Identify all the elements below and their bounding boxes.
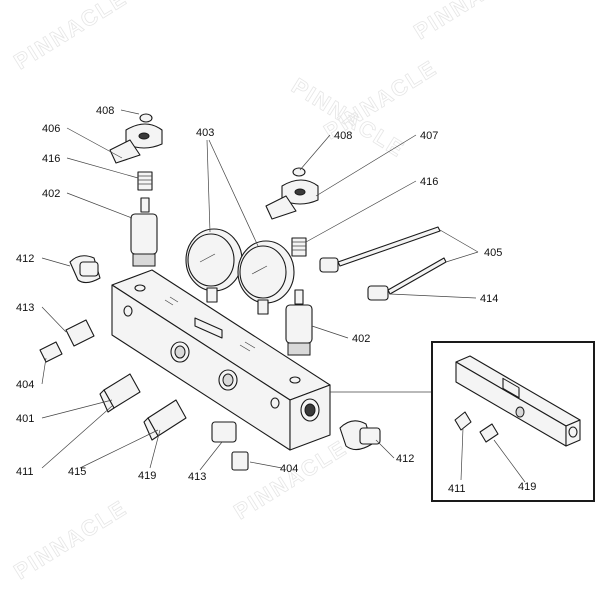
leader-lines bbox=[41, 109, 479, 471]
callout-416: 416 bbox=[42, 153, 60, 165]
valve-assembly-right bbox=[265, 167, 319, 356]
callout-411: 411 bbox=[16, 466, 34, 478]
callout-416: 416 bbox=[420, 176, 438, 188]
callout-415: 415 bbox=[68, 466, 86, 478]
callout-401: 401 bbox=[16, 413, 34, 425]
manifold-block bbox=[111, 269, 331, 451]
elbow-fitting-left bbox=[69, 255, 101, 284]
inset-detail-panel: 411 419 bbox=[431, 341, 595, 502]
inset-callout-411: 411 bbox=[448, 483, 466, 495]
callout-402: 402 bbox=[352, 333, 370, 345]
plug-bottom bbox=[211, 421, 237, 443]
callout-419: 419 bbox=[138, 470, 156, 482]
inset-callout-419: 419 bbox=[518, 481, 536, 493]
watermark-brand: PINNACLE bbox=[9, 495, 131, 584]
elbow-fitting-right bbox=[339, 420, 381, 451]
callout-408: 408 bbox=[96, 105, 114, 117]
pressure-gauge-right bbox=[237, 240, 295, 315]
nipple-left bbox=[39, 341, 63, 363]
callout-407: 407 bbox=[420, 130, 438, 142]
callout-labels: 408 406 416 402 403 408 407 416 412 405 … bbox=[16, 105, 502, 483]
callout-402: 402 bbox=[42, 188, 60, 200]
callout-412: 412 bbox=[16, 253, 34, 265]
watermark-brand: PINNACLE bbox=[9, 0, 131, 74]
probe-lower bbox=[367, 257, 447, 301]
callout-413: 413 bbox=[188, 471, 206, 483]
plug-left bbox=[65, 319, 95, 347]
pressure-gauge-left bbox=[185, 228, 243, 303]
callout-405: 405 bbox=[484, 247, 502, 259]
callout-408: 408 bbox=[334, 130, 352, 142]
callout-406: 406 bbox=[42, 123, 60, 135]
nipple-bottom bbox=[231, 451, 249, 471]
callout-404: 404 bbox=[16, 379, 34, 391]
callout-403: 403 bbox=[196, 127, 214, 139]
callout-414: 414 bbox=[480, 293, 498, 305]
probe-upper bbox=[319, 226, 441, 273]
straight-fitting bbox=[99, 373, 141, 413]
callout-412: 412 bbox=[396, 453, 414, 465]
angle-fitting bbox=[143, 399, 187, 441]
watermark-brand: PINNACLE bbox=[409, 0, 531, 44]
callout-413: 413 bbox=[16, 302, 34, 314]
callout-404: 404 bbox=[280, 463, 298, 475]
valve-assembly-left bbox=[109, 113, 163, 267]
